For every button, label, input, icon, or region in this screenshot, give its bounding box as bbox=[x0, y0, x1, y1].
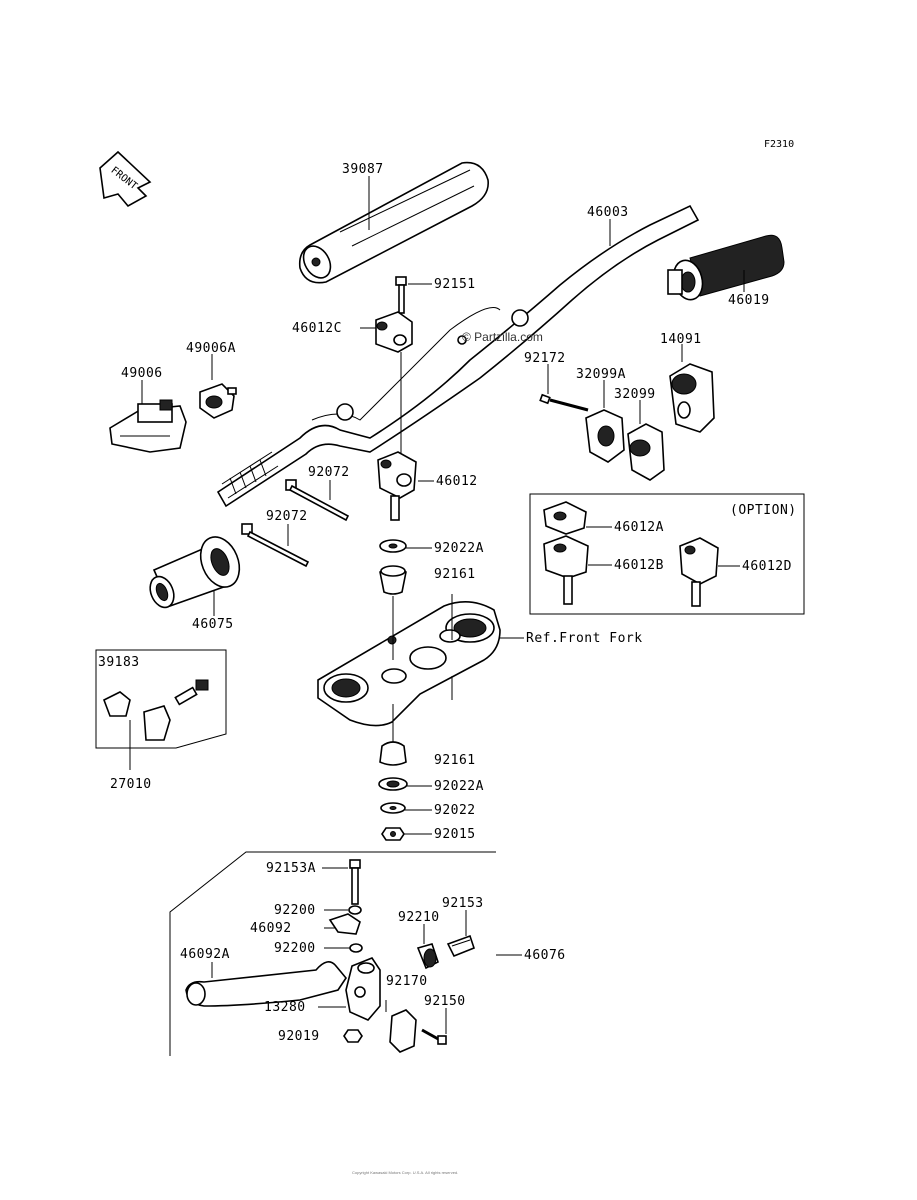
cable-tie-upper[interactable] bbox=[285, 479, 350, 522]
part-label-49006[interactable]: 49006 bbox=[121, 366, 163, 381]
part-label-46012A[interactable]: 46012A bbox=[614, 520, 664, 535]
handlebar-holder[interactable] bbox=[377, 451, 417, 521]
lever-holder[interactable] bbox=[345, 957, 381, 1021]
part-27010[interactable] bbox=[102, 679, 209, 741]
option-holder-46012D[interactable] bbox=[679, 537, 719, 607]
option-label: (OPTION) bbox=[730, 503, 797, 518]
part-label-14091[interactable]: 14091 bbox=[660, 332, 702, 347]
part-label-92072-lower[interactable]: 92072 bbox=[266, 509, 308, 524]
nut-92019[interactable] bbox=[343, 1029, 363, 1043]
part-label-27010[interactable]: 27010 bbox=[110, 777, 152, 792]
part-label-39183[interactable]: 39183 bbox=[98, 655, 140, 670]
washer-92200-lower[interactable] bbox=[349, 943, 363, 953]
ref-front-fork[interactable]: Ref.Front Fork bbox=[526, 631, 643, 646]
switch-box bbox=[95, 649, 227, 749]
part-label-46012C[interactable]: 46012C bbox=[292, 321, 342, 336]
part-32099A[interactable] bbox=[585, 409, 625, 463]
throttle-grip[interactable] bbox=[667, 234, 785, 303]
upper-triple-clamp[interactable] bbox=[317, 601, 501, 727]
part-label-46012D[interactable]: 46012D bbox=[742, 559, 792, 574]
front-arrow-icon: FRONT bbox=[99, 150, 152, 208]
part-label-92161-bottom[interactable]: 92161 bbox=[434, 753, 476, 768]
part-label-46012[interactable]: 46012 bbox=[436, 474, 478, 489]
collar-92210[interactable] bbox=[416, 943, 439, 970]
option-box: (OPTION) 46012A 46012B 46012D bbox=[529, 493, 805, 615]
part-label-32099A[interactable]: 32099A bbox=[576, 367, 626, 382]
part-46092[interactable] bbox=[328, 913, 361, 935]
part-label-92151[interactable]: 92151 bbox=[434, 277, 476, 292]
part-14091[interactable] bbox=[669, 363, 715, 433]
adjuster-92153[interactable] bbox=[446, 934, 475, 958]
option-clamp-46012A[interactable] bbox=[543, 501, 587, 535]
part-49006[interactable] bbox=[109, 399, 187, 453]
bolt-92153A[interactable] bbox=[349, 859, 361, 905]
part-label-92210[interactable]: 92210 bbox=[398, 910, 440, 925]
part-label-92172[interactable]: 92172 bbox=[524, 351, 566, 366]
watermark: © Partzilla.com bbox=[462, 330, 543, 344]
figure-id: F2310 bbox=[764, 139, 794, 150]
part-label-46003[interactable]: 46003 bbox=[587, 205, 629, 220]
nut-92015[interactable] bbox=[381, 827, 405, 841]
option-holder-46012B[interactable] bbox=[543, 535, 589, 605]
part-label-92072-upper[interactable]: 92072 bbox=[308, 465, 350, 480]
clutch-lever[interactable] bbox=[185, 961, 347, 1007]
cable-tie-lower[interactable] bbox=[241, 523, 310, 568]
clamp-92170[interactable] bbox=[389, 1009, 417, 1053]
part-label-46019[interactable]: 46019 bbox=[728, 293, 770, 308]
part-label-92161-top[interactable]: 92161 bbox=[434, 567, 476, 582]
part-label-46076[interactable]: 46076 bbox=[524, 948, 566, 963]
part-label-92019[interactable]: 92019 bbox=[278, 1029, 320, 1044]
part-label-46092[interactable]: 46092 bbox=[250, 921, 292, 936]
part-label-92022[interactable]: 92022 bbox=[434, 803, 476, 818]
part-label-46092A[interactable]: 46092A bbox=[180, 947, 230, 962]
damper-92161-bottom[interactable] bbox=[379, 741, 407, 766]
part-label-46075[interactable]: 46075 bbox=[192, 617, 234, 632]
washer-92022A-bottom[interactable] bbox=[378, 777, 408, 791]
part-label-46012B[interactable]: 46012B bbox=[614, 558, 664, 573]
handlebar-pad[interactable] bbox=[298, 161, 489, 284]
part-label-92200-lower[interactable]: 92200 bbox=[274, 941, 316, 956]
left-grip[interactable] bbox=[146, 531, 247, 611]
part-label-13280[interactable]: 13280 bbox=[264, 1000, 306, 1015]
part-label-92022A-top[interactable]: 92022A bbox=[434, 541, 484, 556]
part-label-92153[interactable]: 92153 bbox=[442, 896, 484, 911]
part-32099[interactable] bbox=[627, 423, 665, 481]
washer-92022A-top[interactable] bbox=[379, 539, 407, 553]
bolt-92150[interactable] bbox=[421, 1028, 447, 1045]
part-label-92200-upper[interactable]: 92200 bbox=[274, 903, 316, 918]
washer-92200-upper[interactable] bbox=[348, 905, 362, 915]
washer-92022[interactable] bbox=[380, 802, 406, 814]
part-label-92015[interactable]: 92015 bbox=[434, 827, 476, 842]
part-label-49006A[interactable]: 49006A bbox=[186, 341, 236, 356]
part-label-32099[interactable]: 32099 bbox=[614, 387, 656, 402]
part-label-92022A-bottom[interactable]: 92022A bbox=[434, 779, 484, 794]
bolt-92151[interactable] bbox=[395, 276, 407, 314]
part-label-92150[interactable]: 92150 bbox=[424, 994, 466, 1009]
upper-clamp[interactable] bbox=[375, 311, 413, 353]
part-label-39087[interactable]: 39087 bbox=[342, 162, 384, 177]
part-label-92170[interactable]: 92170 bbox=[386, 974, 428, 989]
footer-copyright: Copyright Kawasaki Motors Corp. U.S.A. A… bbox=[352, 1170, 458, 1175]
damper-92161-top[interactable] bbox=[379, 565, 407, 595]
bolt-92172[interactable] bbox=[539, 393, 589, 412]
part-label-92153A[interactable]: 92153A bbox=[266, 861, 316, 876]
part-49006A[interactable] bbox=[199, 383, 237, 419]
handlebar[interactable] bbox=[216, 204, 700, 508]
